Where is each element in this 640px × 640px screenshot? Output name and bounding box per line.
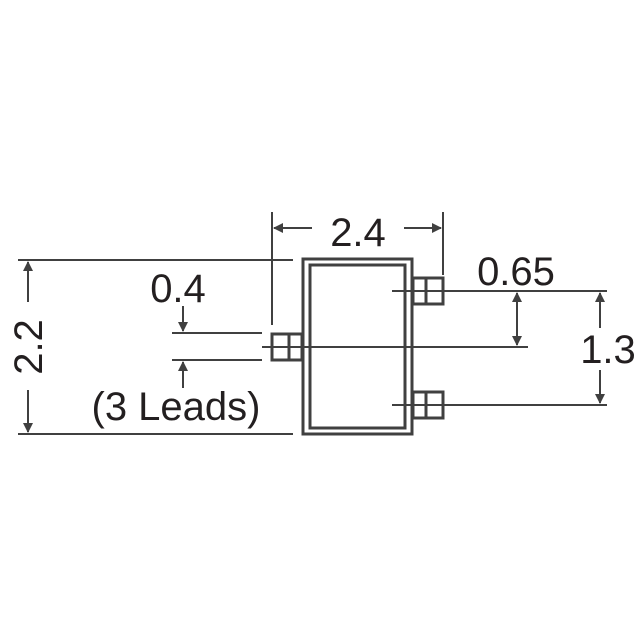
dim-half-pitch-label: 0.65	[477, 250, 555, 294]
extension-lines	[18, 212, 607, 435]
dim-overall-height-label: 2.2	[7, 319, 51, 375]
dim-body-width-label: 2.4	[330, 211, 386, 255]
dimension-arrows	[23, 223, 605, 433]
dim-lead-count-note: (3 Leads)	[92, 385, 261, 429]
dim-lead-width-label: 0.4	[150, 267, 206, 311]
dim-pitch-label: 1.3	[580, 328, 636, 372]
